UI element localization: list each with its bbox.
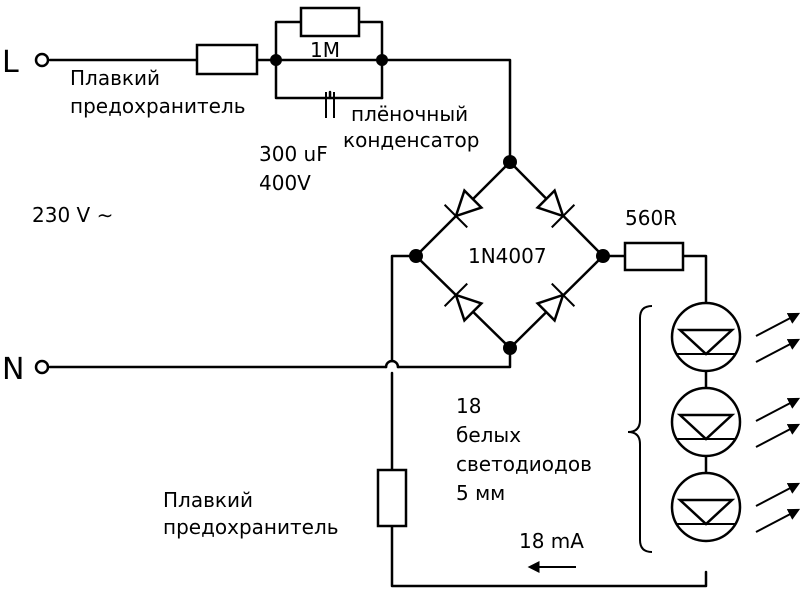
terminal-l-label: L [2, 45, 19, 80]
capacitor-value-line1: 300 uF [259, 142, 328, 166]
resistor-1m-label: 1M [310, 38, 340, 62]
light-emission-arrows [755, 312, 800, 533]
diode-top-left [443, 188, 484, 229]
fuse-top-label-line2: предохранитель [70, 94, 246, 118]
terminal-n-label: N [2, 352, 24, 387]
film-capacitor [325, 92, 335, 118]
current-label: 18 mA [519, 529, 584, 553]
junction-dot [503, 155, 517, 169]
fuse-bottom-label-line1: Плавкий [163, 488, 253, 512]
fuse-bottom [376, 468, 408, 528]
led-group-line3: светодиодов [456, 452, 592, 476]
resistor-560r [623, 241, 685, 272]
junction-dot [409, 249, 423, 263]
diode-bottom-left [443, 282, 484, 323]
fuse-top [195, 43, 259, 76]
junction-dot [270, 54, 282, 66]
led-group-line1: 18 [456, 394, 481, 418]
led-group-brace [627, 305, 653, 553]
led-3 [670, 471, 742, 543]
bridge-label: 1N4007 [468, 244, 547, 268]
diode-bottom-right [535, 282, 576, 323]
led-group-line2: белых [456, 423, 521, 447]
junction-dot [596, 249, 610, 263]
diode-top-right [535, 188, 576, 229]
terminal-l: L [2, 45, 50, 80]
capacitor-value-line2: 400V [259, 171, 311, 195]
junction-dot [376, 54, 388, 66]
fuse-bottom-label-line2: предохранитель [163, 515, 339, 539]
led-group-line4: 5 мм [456, 481, 505, 505]
led-1 [670, 301, 742, 373]
junction-dot [503, 341, 517, 355]
resistor-560r-label: 560R [625, 206, 677, 230]
resistor-1m [299, 6, 361, 38]
capacitor-type-line1: плёночный [351, 102, 468, 126]
terminal-n: N [2, 352, 50, 387]
supply-label: 230 V ∼ [32, 203, 113, 227]
capacitor-type-line2: конденсатор [343, 128, 479, 152]
fuse-top-label-line1: Плавкий [70, 66, 160, 90]
led-2 [670, 386, 742, 458]
